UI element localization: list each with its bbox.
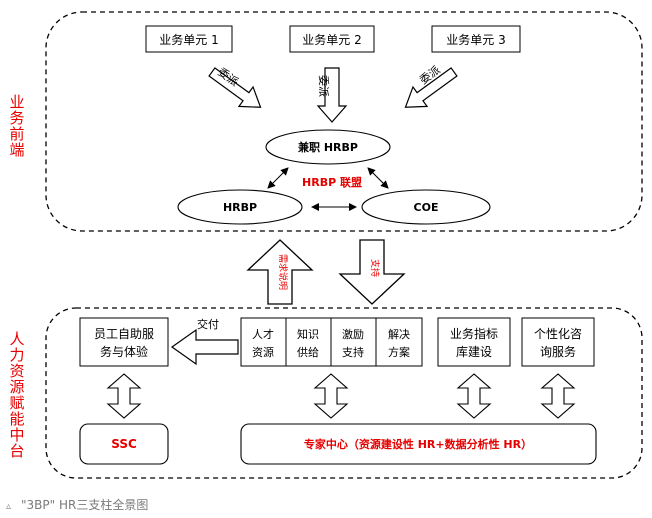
employee-self-service-box: 员工自助服 务与体验 bbox=[79, 317, 169, 367]
svg-text:库建设: 库建设 bbox=[456, 344, 492, 359]
figure-caption: ▵ "3BP" HR三支柱全景图 bbox=[6, 496, 148, 513]
svg-text:兼职 HRBP: 兼职 HRBP bbox=[298, 140, 358, 154]
svg-text:HRBP: HRBP bbox=[223, 201, 257, 214]
svg-text:力: 力 bbox=[9, 346, 24, 364]
hr-platform-side-label: 人 力 资 源 赋 能 中 台 bbox=[9, 330, 24, 460]
capability-solutions: 解决 方案 bbox=[375, 317, 423, 367]
caption-marker: ▵ bbox=[6, 501, 12, 512]
svg-text:端: 端 bbox=[9, 141, 24, 159]
expert-center-box: 专家中心（资源建设性 HR+数据分析性 HR） bbox=[240, 423, 597, 465]
svg-text:能: 能 bbox=[9, 410, 24, 428]
capability-talent-resources: 人才 资源 bbox=[240, 317, 287, 367]
hrbp-alliance-label: HRBP 联盟 bbox=[302, 175, 362, 189]
svg-text:业务单元 3: 业务单元 3 bbox=[446, 32, 505, 47]
capability-incentive-support: 激励 支持 bbox=[330, 317, 377, 367]
svg-text:支持: 支持 bbox=[342, 345, 364, 359]
business-front-side-label: 业 务 前 端 bbox=[9, 93, 24, 159]
svg-text:务: 务 bbox=[9, 109, 24, 127]
svg-text:供给: 供给 bbox=[297, 345, 319, 359]
svg-text:SSC: SSC bbox=[111, 437, 137, 451]
connector-parttime-hrbp bbox=[267, 167, 289, 189]
business-indicator-box: 业务指标 库建设 bbox=[437, 317, 511, 367]
hrbp-node: HRBP bbox=[177, 189, 303, 225]
business-unit-1: 业务单元 1 bbox=[145, 25, 233, 53]
svg-text:业务单元 2: 业务单元 2 bbox=[302, 32, 361, 47]
connector-parttime-coe bbox=[367, 167, 389, 189]
requirement-up-arrow bbox=[246, 239, 314, 305]
dispatch-arrow-right bbox=[404, 67, 458, 108]
business-front-boundary bbox=[45, 11, 643, 232]
svg-text:个性化咨: 个性化咨 bbox=[534, 326, 582, 341]
business-unit-2: 业务单元 2 bbox=[289, 25, 375, 53]
svg-text:人才: 人才 bbox=[252, 327, 274, 341]
svg-text:赋: 赋 bbox=[9, 394, 24, 412]
deliver-label: 交付 bbox=[197, 317, 219, 331]
parttime-hrbp-node: 兼职 HRBP bbox=[265, 129, 391, 165]
double-arrow-indicator-expert bbox=[456, 373, 492, 419]
svg-text:人: 人 bbox=[9, 330, 24, 348]
svg-text:业务指标: 业务指标 bbox=[450, 326, 498, 341]
svg-text:业务单元 1: 业务单元 1 bbox=[159, 32, 218, 47]
deliver-arrow bbox=[170, 328, 239, 366]
caption-text: "3BP" HR三支柱全景图 bbox=[21, 498, 149, 512]
support-down-arrow bbox=[338, 239, 406, 305]
business-unit-3: 业务单元 3 bbox=[431, 25, 521, 53]
svg-text:员工自助服: 员工自助服 bbox=[94, 327, 154, 341]
svg-text:前: 前 bbox=[9, 125, 24, 143]
svg-text:台: 台 bbox=[9, 442, 24, 460]
svg-text:询服务: 询服务 bbox=[540, 344, 576, 359]
svg-text:源: 源 bbox=[9, 378, 24, 396]
svg-text:业: 业 bbox=[9, 93, 24, 111]
ssc-box: SSC bbox=[79, 423, 169, 465]
personalized-consulting-box: 个性化咨 询服务 bbox=[521, 317, 595, 367]
coe-node: COE bbox=[361, 189, 491, 225]
dispatch-arrow-middle bbox=[316, 67, 348, 123]
svg-text:COE: COE bbox=[414, 201, 439, 214]
requirement-up-label: 需求说明 bbox=[277, 254, 289, 290]
svg-text:专家中心（资源建设性 HR+数据分析性 HR）: 专家中心（资源建设性 HR+数据分析性 HR） bbox=[304, 437, 532, 451]
svg-text:资源: 资源 bbox=[252, 345, 274, 359]
svg-text:中: 中 bbox=[9, 426, 24, 444]
svg-text:务与体验: 务与体验 bbox=[100, 344, 148, 359]
dispatch-arrow-left bbox=[208, 67, 262, 108]
capability-knowledge-supply: 知识 供给 bbox=[285, 317, 332, 367]
svg-text:方案: 方案 bbox=[388, 345, 410, 359]
svg-text:解决: 解决 bbox=[388, 327, 410, 341]
svg-text:激励: 激励 bbox=[342, 327, 364, 341]
double-arrow-personalized-expert bbox=[540, 373, 576, 419]
svg-text:资: 资 bbox=[9, 362, 24, 380]
support-down-label: 支持 bbox=[369, 259, 381, 277]
svg-text:知识: 知识 bbox=[297, 327, 319, 341]
dispatch-label-middle: 委派 bbox=[317, 75, 330, 97]
double-arrow-capabilities-expert bbox=[313, 373, 349, 419]
double-arrow-self-service-ssc bbox=[106, 373, 142, 419]
hr-platform-boundary bbox=[45, 307, 643, 479]
